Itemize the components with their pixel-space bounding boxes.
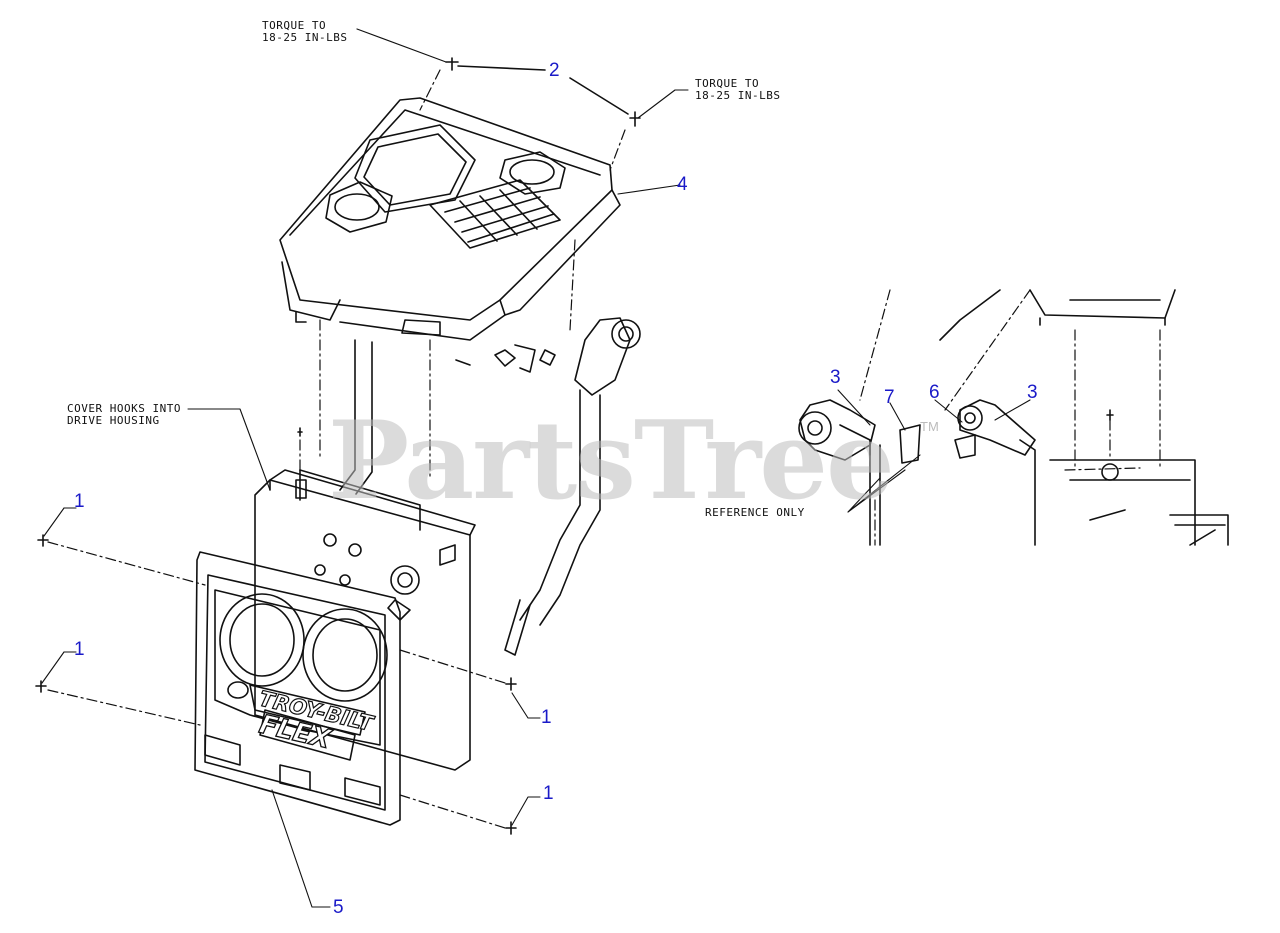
leader-lines bbox=[41, 28, 1031, 908]
reference-only-note: REFERENCE ONLY bbox=[705, 506, 805, 519]
front-panel-part-5 bbox=[194, 551, 401, 826]
callout-3-left[interactable]: 3 bbox=[830, 367, 841, 388]
callout-1-right-mid[interactable]: 1 bbox=[541, 707, 552, 728]
reference-view bbox=[798, 289, 1229, 546]
callout-7[interactable]: 7 bbox=[884, 387, 895, 408]
callout-3-right[interactable]: 3 bbox=[1027, 382, 1038, 403]
callout-2[interactable]: 2 bbox=[549, 60, 560, 81]
cover-hooks-note-line2: DRIVE HOUSING bbox=[67, 414, 160, 427]
assembly-lines bbox=[47, 69, 1161, 829]
console-cover-part-4 bbox=[279, 97, 621, 366]
callout-1-right-low[interactable]: 1 bbox=[543, 783, 554, 804]
torque-note-left-line2: 18-25 IN-LBS bbox=[262, 31, 348, 44]
callout-1-upper-left[interactable]: 1 bbox=[74, 491, 85, 512]
cover-hooks-note-line1: COVER HOOKS INTO bbox=[67, 402, 181, 415]
torque-note-right-line2: 18-25 IN-LBS bbox=[695, 89, 781, 102]
callout-5[interactable]: 5 bbox=[333, 897, 344, 918]
callout-6[interactable]: 6 bbox=[929, 382, 940, 403]
drive-housing bbox=[254, 469, 476, 771]
callout-1-lower-left[interactable]: 1 bbox=[74, 639, 85, 660]
screw-part-2 bbox=[445, 57, 641, 127]
callout-4[interactable]: 4 bbox=[677, 174, 688, 195]
torque-note-right-line1: TORQUE TO bbox=[695, 77, 760, 90]
watermark: PartsTree bbox=[328, 398, 895, 524]
screw-part-1 bbox=[35, 409, 1114, 835]
watermark-trademark: TM bbox=[920, 419, 939, 434]
torque-note-left-line1: TORQUE TO bbox=[262, 19, 327, 32]
